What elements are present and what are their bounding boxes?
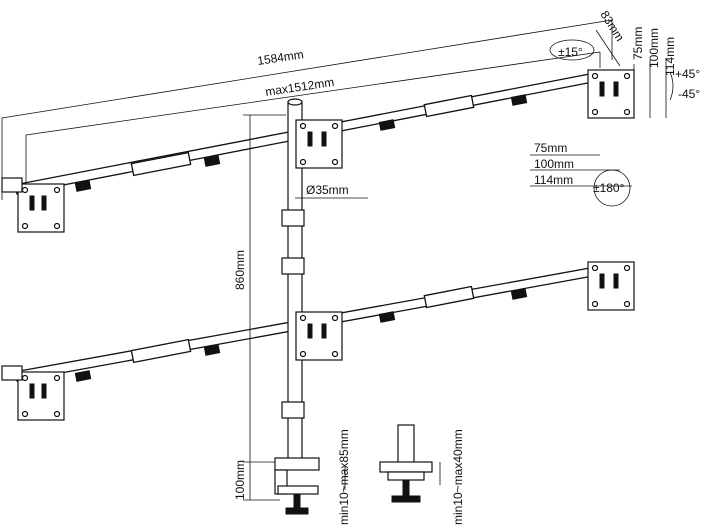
clamp-range-label: min10~max85mm — [337, 429, 351, 525]
tilt-down-label: -45° — [678, 87, 700, 101]
vesa-plate-bottom-right — [587, 261, 635, 311]
pole — [281, 98, 305, 463]
vesa-plate-bottom-center — [295, 311, 343, 361]
width-dimension: 1584mm max1512mm — [1, 19, 613, 200]
swivel-arrow-icon — [549, 39, 595, 61]
rotation-arrow-icon — [593, 169, 631, 207]
pole-diameter-callout: Ø35mm — [295, 183, 368, 199]
tilt-up-label: +45° — [675, 67, 700, 81]
vesa-horizontal-100: 100mm — [534, 157, 574, 171]
vesa-plate-top-left — [1, 177, 65, 233]
vesa-vertical-100: 100mm — [647, 28, 661, 68]
clamp-height-label: 100mm — [233, 460, 247, 500]
right-dimensions: 83mm 75mm 100mm 114mm +45° -45° ±15° 75m… — [530, 8, 700, 207]
vesa-plate-top-right — [587, 69, 635, 119]
pole-height-label: 860mm — [233, 250, 247, 290]
vesa-plate-bottom-left — [1, 365, 65, 421]
grommet-mount: min10~max40mm — [379, 424, 465, 525]
swivel-label: ±15° — [558, 45, 583, 59]
rotation-label: ±180° — [593, 181, 625, 195]
pole-height-dimension: 860mm — [233, 114, 286, 463]
vesa-vertical-114: 114mm — [663, 37, 677, 76]
vesa-plate-top-center — [295, 119, 343, 169]
grommet-range-label: min10~max40mm — [451, 429, 465, 525]
desk-clamp: 100mm min10~max85mm — [233, 429, 351, 525]
vesa-horizontal-75: 75mm — [534, 141, 567, 155]
pole-diameter-label: Ø35mm — [306, 183, 349, 197]
vesa-vertical-75: 75mm — [631, 27, 645, 60]
vesa-horizontal-114: 114mm — [534, 173, 573, 187]
total-width-label: 1584mm — [256, 47, 304, 68]
